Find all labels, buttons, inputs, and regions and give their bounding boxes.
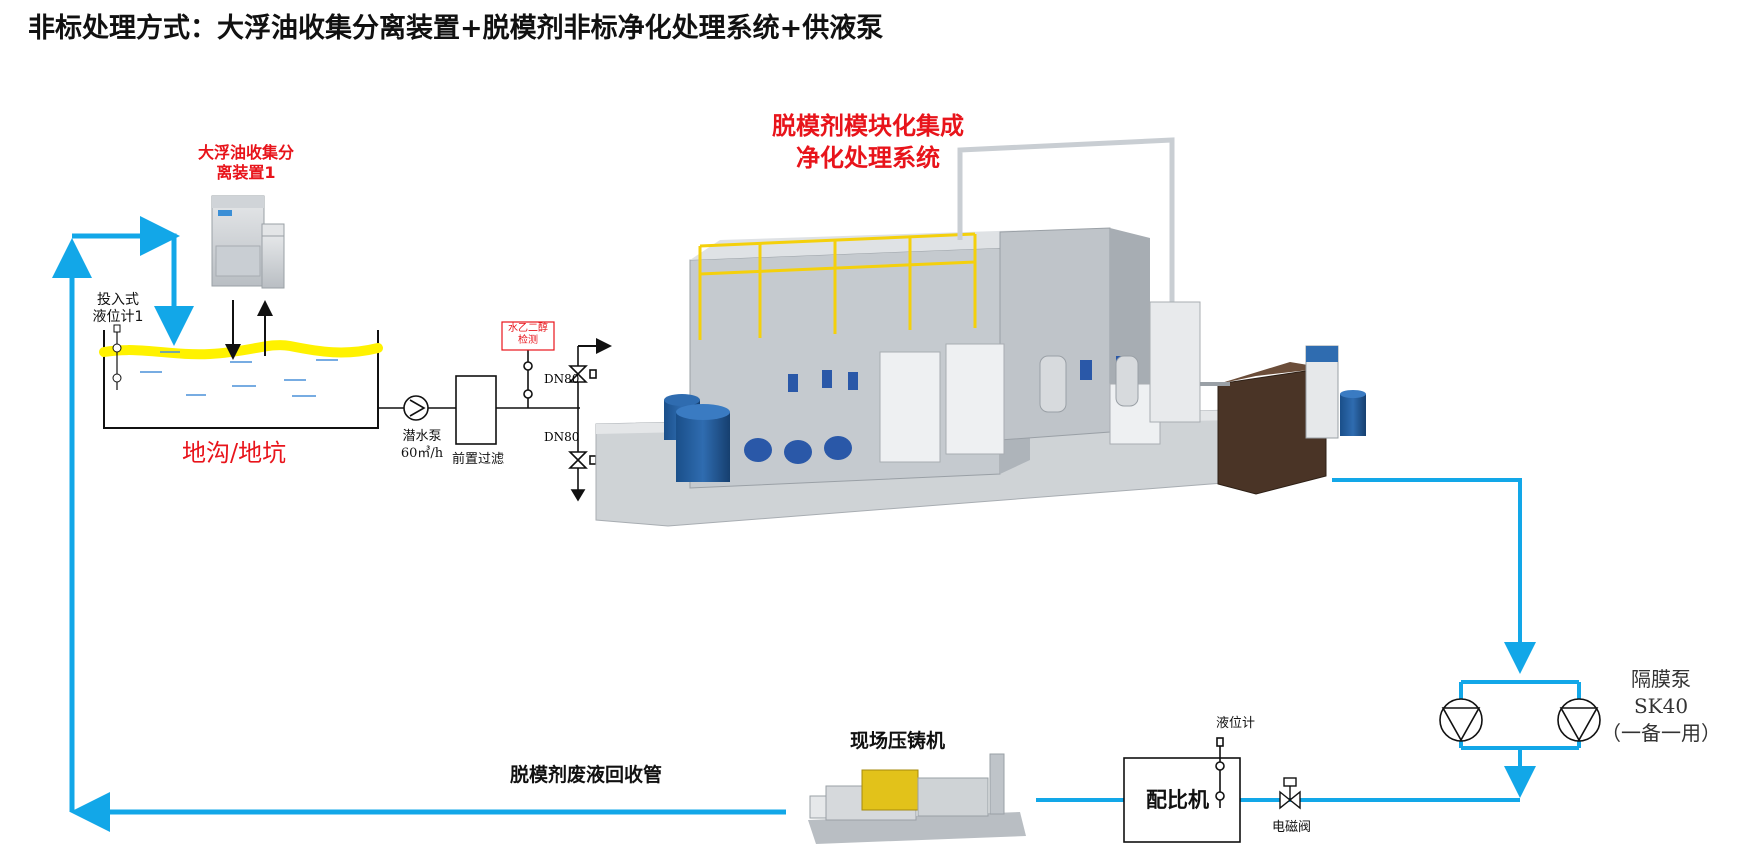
pit-label: 地沟/地坑 (182, 439, 287, 467)
oil-separator-label-line2: 离装置1 (216, 163, 276, 182)
diaphragm-pump-line2: SK40 (1633, 694, 1689, 718)
purification-system-label: 脱模剂模块化集成 净化处理系统 (748, 110, 988, 174)
solenoid-valve-drawing (1279, 777, 1301, 810)
supply-pipe-line (1036, 478, 1581, 802)
diaphragm-pump-label: 隔膜泵 SK40 （一备一用） (1588, 666, 1734, 747)
oil-separator-label: 大浮油收集分 离装置1 (186, 143, 306, 183)
detection-line2: 检测 (518, 335, 538, 346)
purification-system-illustration (595, 137, 1366, 527)
diaphragm-pump-line3: （一备一用） (1601, 721, 1721, 745)
level-meter-2-label: 液位计 (1216, 716, 1256, 731)
return-pipe-line (52, 216, 786, 832)
detection-label: 水乙二醇 检测 (502, 323, 554, 347)
valve-top-label: DN80 (544, 372, 580, 386)
return-pipe-label: 脱模剂废液回收管 (510, 764, 663, 786)
submersible-pump-line1: 潜水泵 (402, 429, 442, 444)
solenoid-valve-label: 电磁阀 (1272, 820, 1312, 835)
level-meter-1-line2: 液位计1 (92, 309, 144, 325)
submersible-pump-label: 潜水泵 60㎥/h (392, 428, 452, 462)
oil-separator-label-line1: 大浮油收集分 (197, 143, 294, 162)
page-title: 非标处理方式：大浮油收集分离装置+脱模剂非标净化处理系统+供液泵 (28, 13, 884, 44)
oil-separator-device (211, 195, 285, 289)
prefilter-label: 前置过滤 (452, 452, 505, 467)
diaphragm-pumps (1439, 698, 1601, 742)
level-meter-1-line1: 投入式 (97, 292, 139, 308)
purification-label-line2: 净化处理系统 (796, 144, 940, 172)
pump-filter-line (378, 321, 612, 502)
diaphragm-pump-line1: 隔膜泵 (1631, 667, 1691, 691)
submersible-pump-line2: 60㎥/h (400, 446, 444, 461)
mixer-label: 配比机 (1146, 788, 1209, 812)
die-casting-label: 现场压铸机 (850, 730, 946, 752)
valve-bottom-label: DN80 (544, 430, 580, 444)
pit-drawing (99, 324, 383, 429)
level-meter-1-label: 投入式 液位计1 (88, 292, 148, 326)
mixer-drawing (1123, 737, 1241, 843)
detection-line1: 水乙二醇 (508, 323, 548, 334)
die-casting-machine (808, 753, 1026, 844)
purification-label-line1: 脱模剂模块化集成 (772, 112, 964, 140)
